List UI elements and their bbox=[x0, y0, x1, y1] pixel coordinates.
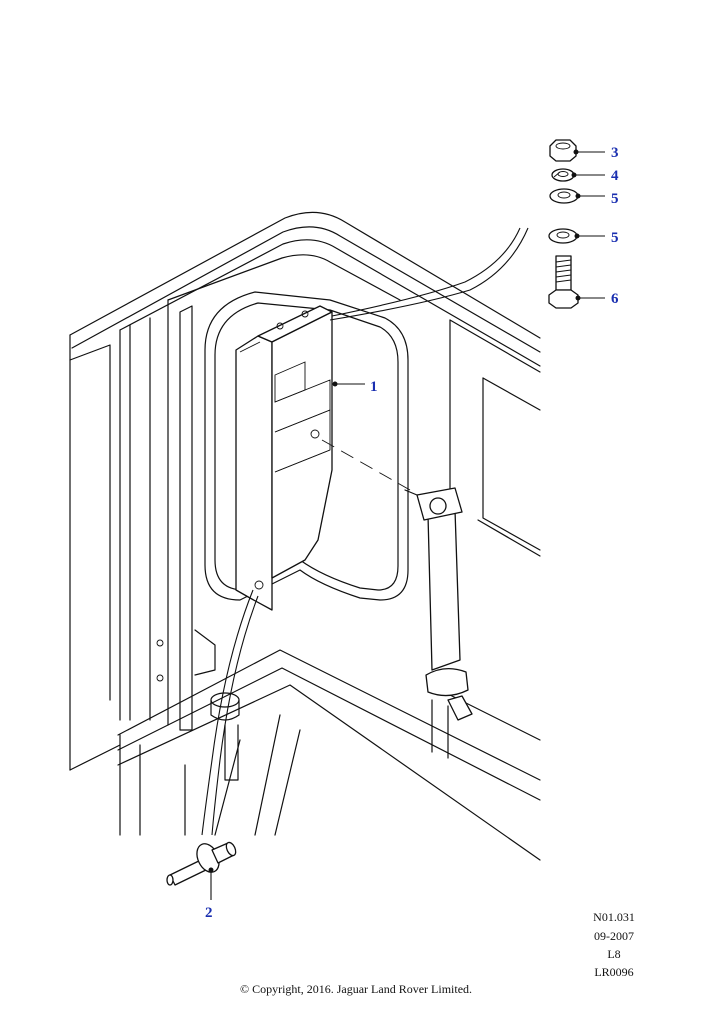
callout-6[interactable]: 6 bbox=[611, 291, 619, 307]
spring-washer-part-4 bbox=[551, 168, 575, 182]
illustration-date: 09-2007 bbox=[594, 929, 634, 943]
seat-belt-assembly bbox=[404, 487, 473, 721]
nut-part-3 bbox=[549, 139, 577, 162]
fixing-dash-line bbox=[321, 439, 411, 491]
copyright-notice: © Copyright, 2016. Jaguar Land Rover Lim… bbox=[239, 982, 473, 996]
callout-3[interactable]: 3 bbox=[611, 145, 619, 161]
callout-5-upper[interactable]: 5 bbox=[611, 191, 619, 207]
rivet-part-2 bbox=[166, 841, 237, 886]
illustration-code: N01.031 bbox=[593, 910, 635, 924]
callout-2[interactable]: 2 bbox=[205, 905, 213, 921]
plain-washer-part-5b bbox=[548, 228, 578, 244]
callout-4[interactable]: 4 bbox=[611, 168, 619, 184]
illustration-ref: LR0096 bbox=[594, 965, 634, 979]
callout-5-lower[interactable]: 5 bbox=[611, 230, 619, 246]
plain-washer-part-5a bbox=[549, 188, 579, 204]
illustration-section: L8 bbox=[607, 947, 621, 961]
callout-leaders bbox=[208, 149, 605, 900]
callout-1[interactable]: 1 bbox=[370, 379, 378, 395]
fixing-leader-lines bbox=[201, 227, 529, 836]
bracket-part-1 bbox=[235, 305, 333, 611]
bolt-part-6 bbox=[548, 255, 579, 309]
